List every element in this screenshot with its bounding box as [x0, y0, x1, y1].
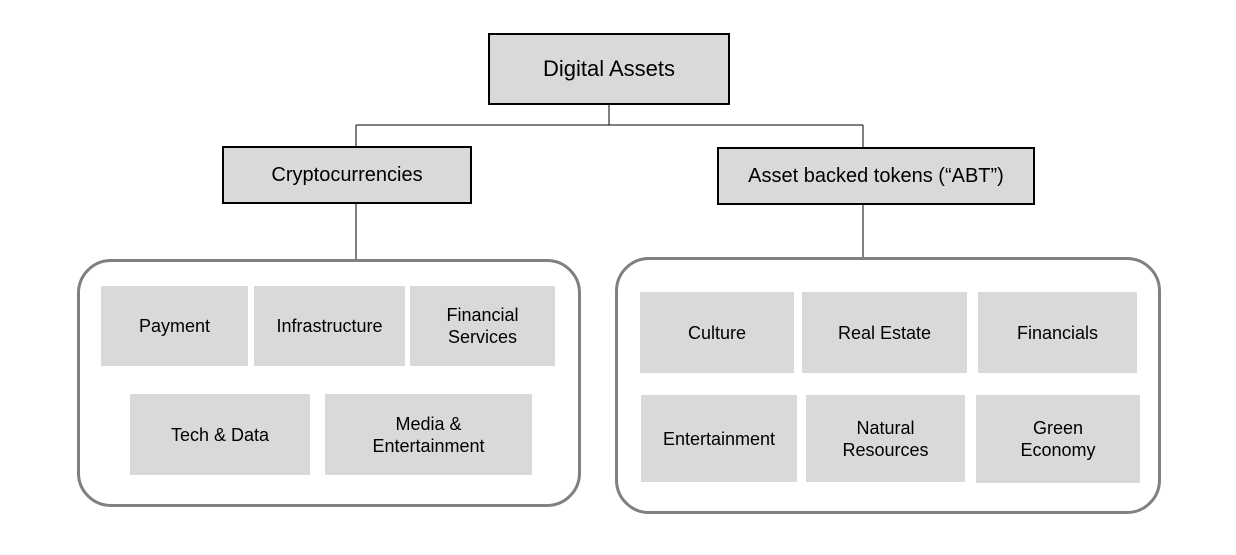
category-tile-financial-services: Financial Services — [410, 286, 555, 366]
category-label: Natural Resources — [842, 417, 929, 460]
category-tile-culture: Culture — [640, 292, 794, 373]
category-label: Tech & Data — [170, 424, 270, 445]
category-tile-tech-data: Tech & Data — [130, 394, 310, 475]
category-label: Real Estate — [837, 322, 932, 343]
category-tile-infrastructure: Infrastructure — [254, 286, 405, 366]
category-tile-real-estate: Real Estate — [802, 292, 967, 373]
branch-node-asset-backed-tokens: Asset backed tokens (“ABT”) — [717, 147, 1035, 205]
category-label: Payment — [138, 316, 211, 336]
category-tile-financials: Financials — [978, 292, 1137, 373]
root-node-label: Digital Assets — [542, 56, 676, 81]
root-node-digital-assets: Digital Assets — [488, 33, 730, 105]
category-tile-media-entertainment: Media & Entertainment — [325, 394, 532, 475]
category-tile-entertainment: Entertainment — [641, 395, 797, 482]
category-tile-natural-resources: Natural Resources — [806, 395, 965, 482]
category-label: Financial Services — [446, 305, 519, 347]
category-label: Infrastructure — [276, 316, 383, 336]
branch-node-label: Asset backed tokens (“ABT”) — [748, 164, 1004, 187]
category-label: Entertainment — [662, 428, 776, 449]
branch-node-label: Cryptocurrencies — [271, 163, 423, 186]
category-label: Financials — [1016, 322, 1099, 343]
category-label: Green Economy — [1020, 418, 1096, 460]
category-label: Culture — [687, 322, 747, 343]
category-label: Media & Entertainment — [372, 413, 485, 456]
category-tile-green-economy: Green Economy — [976, 395, 1140, 483]
category-tile-payment: Payment — [101, 286, 248, 366]
branch-node-cryptocurrencies: Cryptocurrencies — [222, 146, 472, 204]
